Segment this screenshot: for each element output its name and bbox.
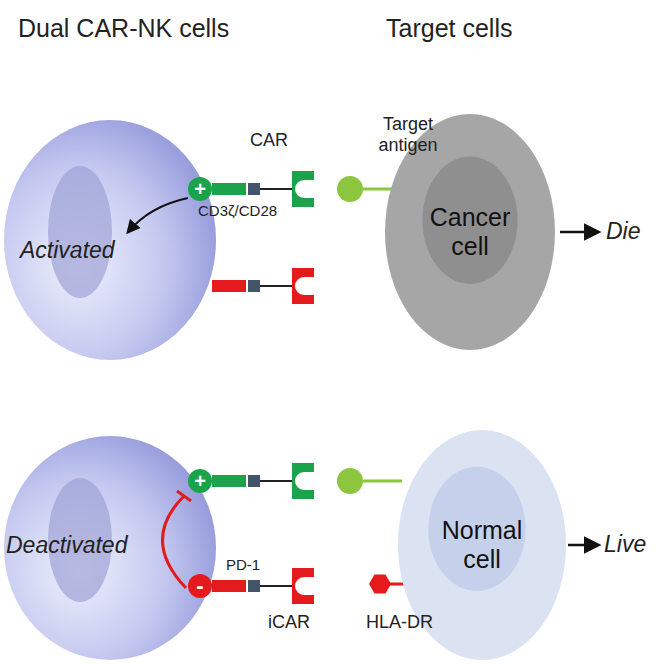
- transmembrane-domain: [248, 280, 260, 292]
- column-heading: Target cells: [386, 14, 512, 43]
- state-label: Activated: [20, 237, 115, 263]
- sign-symbol: -: [196, 575, 203, 597]
- sign-symbol: +: [194, 471, 206, 491]
- cell-label: Cancer cell: [415, 203, 525, 261]
- cell-label: Normal cell: [426, 516, 538, 574]
- signal-circle: [188, 177, 212, 201]
- target-antigen: [337, 176, 363, 202]
- hla-dr-ligand: [369, 574, 391, 593]
- antigen-stalk: [360, 480, 402, 483]
- receptor-label: CAR: [250, 130, 288, 151]
- signal-domain: [212, 183, 246, 195]
- hinge: [260, 285, 292, 287]
- hinge: [260, 188, 292, 190]
- signal-circle: [188, 469, 212, 493]
- antigen-label: Target antigen: [366, 114, 450, 155]
- inhibition-curve: [162, 496, 186, 588]
- scfv-receptor: [292, 568, 314, 604]
- fate-label: Die: [606, 218, 641, 244]
- column-heading: Dual CAR-NK cells: [18, 14, 229, 43]
- fate-arrow: [568, 544, 598, 547]
- transmembrane-domain: [248, 183, 260, 195]
- hinge: [260, 480, 292, 482]
- transmembrane-domain: [248, 475, 260, 487]
- signal-domain: [212, 580, 246, 592]
- scfv-receptor: [292, 463, 314, 499]
- fate-arrow: [560, 231, 598, 234]
- state-label: Deactivated: [6, 532, 127, 558]
- receptor-label: iCAR: [268, 612, 310, 633]
- hinge: [260, 585, 292, 587]
- signal-circle: [188, 574, 212, 598]
- signal-domain: [212, 280, 246, 292]
- ligand-label: HLA-DR: [366, 612, 433, 633]
- scfv-receptor: [292, 171, 314, 207]
- inhibition-bar: [177, 491, 191, 501]
- transmembrane-domain: [248, 580, 260, 592]
- fate-label: Live: [604, 531, 646, 557]
- scfv-receptor: [292, 268, 314, 304]
- nk-cell: [4, 436, 216, 660]
- nk-cell: [4, 120, 216, 360]
- signal-domain: [212, 475, 246, 487]
- sign-symbol: +: [194, 179, 206, 199]
- domain-label: PD-1: [226, 556, 260, 573]
- activation-arrow: [128, 198, 188, 232]
- nk-nucleus: [48, 166, 112, 298]
- target-antigen: [337, 468, 363, 494]
- domain-label: CD3ζ/CD28: [198, 202, 277, 219]
- antigen-stalk: [360, 188, 392, 191]
